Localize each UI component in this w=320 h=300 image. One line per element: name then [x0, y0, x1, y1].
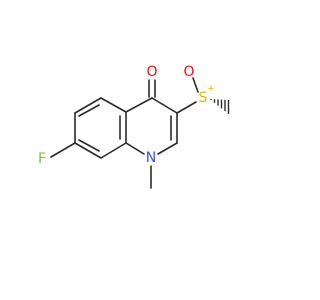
atom-nitrogen: N	[146, 150, 156, 166]
bond-c2-n1	[157, 142, 178, 155]
bond-s-o	[192, 77, 199, 93]
atom-oxygen-carbonyl: O	[146, 64, 157, 80]
bonds	[50, 77, 230, 189]
bond-c4a-c5	[100, 97, 127, 113]
bond-c4-c3	[151, 97, 178, 114]
atom-sulfur: S	[199, 90, 208, 106]
atom-labels: O O S + F N	[38, 64, 215, 167]
bond-n1-c8a	[125, 142, 145, 155]
bond-c5-c6-inner	[78, 104, 100, 117]
bond-c5-c6	[74, 97, 102, 114]
atom-oxygen-sulfoxide: O	[183, 64, 194, 80]
bond-c3-s	[176, 101, 197, 114]
bond-s-methyl-hashed	[210, 99, 230, 114]
bond-c4a-c4	[125, 97, 153, 113]
sulfur-charge: +	[207, 84, 215, 94]
atom-fluorine: F	[38, 151, 46, 167]
bond-c8-c8a	[100, 142, 127, 159]
bond-c7-c8-inner	[78, 139, 100, 152]
bond-c7-f	[50, 142, 76, 158]
bond-c7-c8	[74, 142, 102, 159]
molecule-diagram: O O S + F N	[38, 64, 230, 189]
